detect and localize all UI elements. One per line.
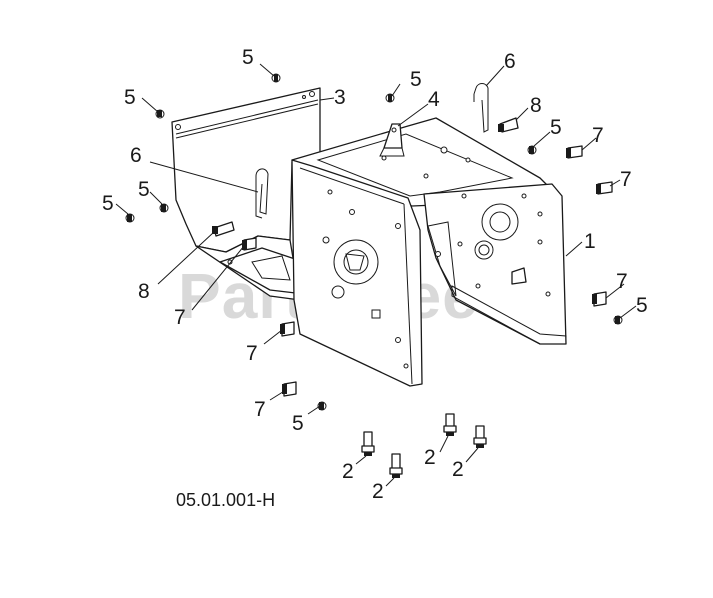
callout-8: 8 <box>530 94 542 117</box>
fastener-7-right-low <box>592 291 607 307</box>
callout-7: 7 <box>174 306 186 329</box>
callout-3: 3 <box>334 86 346 109</box>
callout-2: 2 <box>424 446 436 469</box>
callout-7: 7 <box>254 398 266 421</box>
callout-7: 7 <box>616 270 628 293</box>
callout-2: 2 <box>452 458 464 481</box>
callout-5: 5 <box>550 116 562 139</box>
fastener-7-low <box>282 381 297 397</box>
callout-2: 2 <box>372 480 384 503</box>
fastener-5-right <box>527 145 537 155</box>
main-frame <box>291 117 567 387</box>
fastener-5-low <box>317 401 327 411</box>
fastener-7-right-top <box>566 145 583 159</box>
callout-6: 6 <box>130 144 142 167</box>
stud-2-a <box>361 431 375 456</box>
fastener-7-left-mid <box>242 237 257 251</box>
leader-lines <box>115 63 637 487</box>
fastener-5-left-mid <box>159 203 169 213</box>
stud-2-d <box>473 425 487 448</box>
callout-5: 5 <box>102 192 114 215</box>
diagram-code: 05.01.001-H <box>176 490 275 510</box>
callout-7: 7 <box>620 168 632 191</box>
stud-2-b <box>389 453 403 478</box>
callout-6: 6 <box>504 50 516 73</box>
fastener-7-left-low <box>280 321 295 337</box>
fastener-7-right-mid <box>596 181 613 195</box>
callout-5: 5 <box>242 46 254 69</box>
hook-pin-left <box>255 168 269 219</box>
callout-2: 2 <box>342 460 354 483</box>
callout-7: 7 <box>592 124 604 147</box>
callout-5: 5 <box>124 86 136 109</box>
hook-pin-right <box>473 83 489 133</box>
fastener-8-left <box>212 221 235 237</box>
fastener-5-left <box>125 213 135 223</box>
lower-bracket <box>195 235 305 301</box>
callout-5: 5 <box>410 68 422 91</box>
callout-4: 4 <box>428 88 440 111</box>
callout-8: 8 <box>138 280 150 303</box>
callout-5: 5 <box>138 178 150 201</box>
callout-1: 1 <box>584 230 596 253</box>
callout-5: 5 <box>292 412 304 435</box>
callout-5: 5 <box>636 294 648 317</box>
fastener-8-right <box>498 117 519 133</box>
callout-7: 7 <box>246 342 258 365</box>
stud-2-c <box>443 413 457 436</box>
